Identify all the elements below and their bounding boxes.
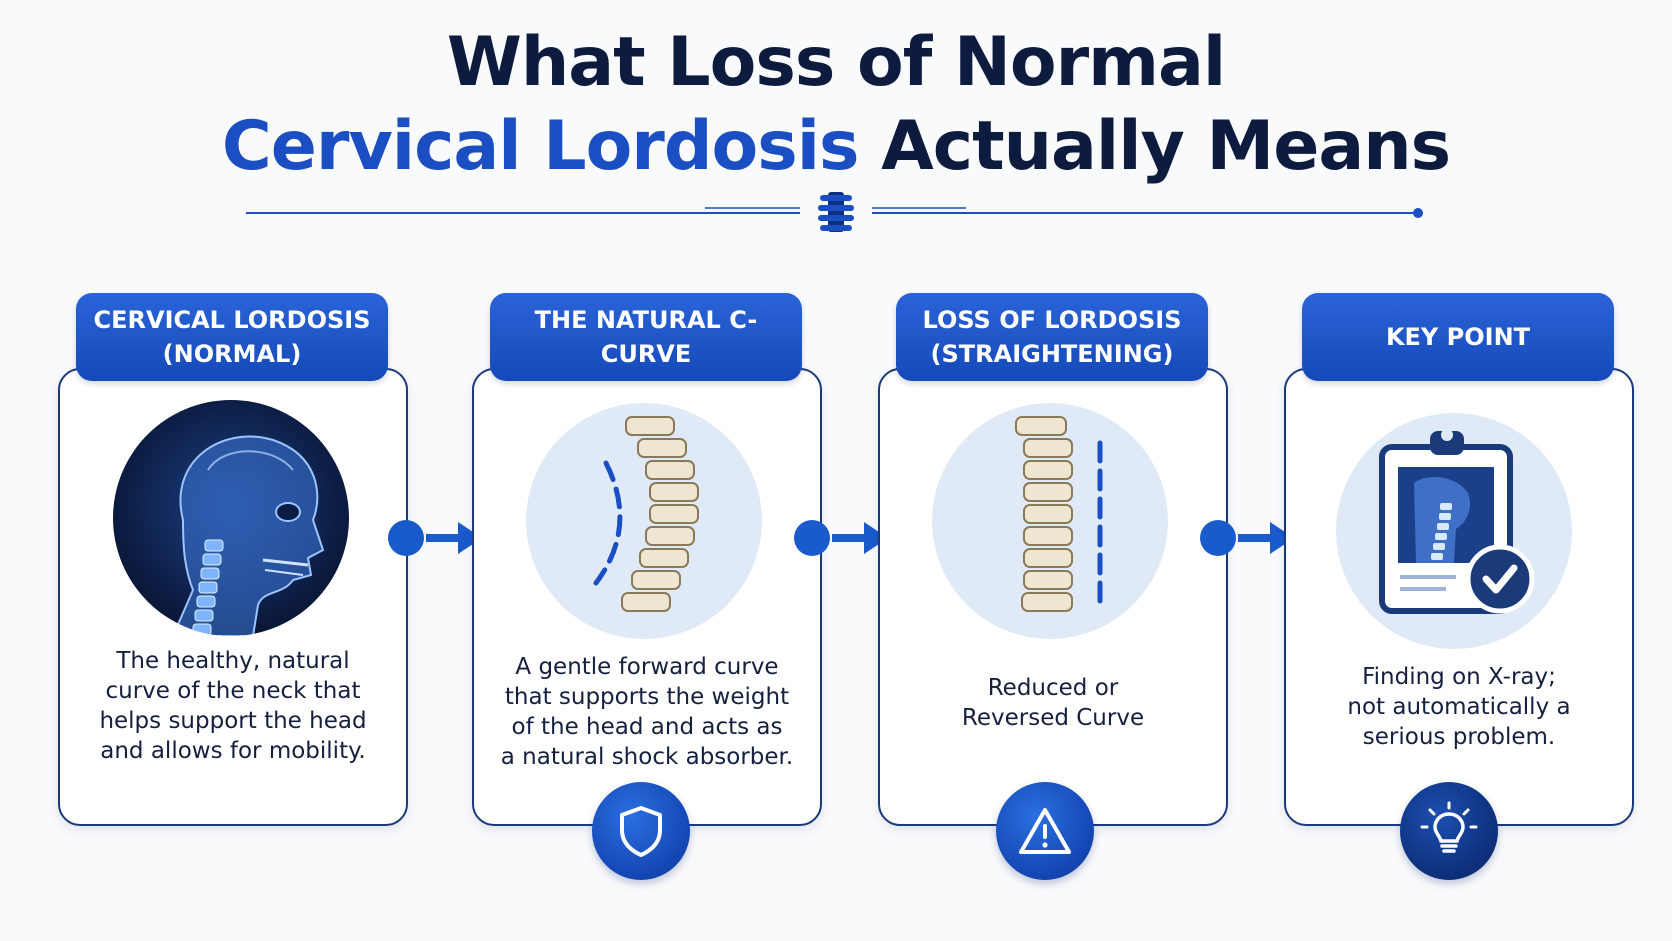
card-1-description: The healthy, natural curve of the neck t… (99, 648, 367, 764)
warning-icon (1019, 808, 1071, 854)
xray-head-neck-icon (113, 400, 349, 636)
card-4-tab: KEY POINT (1302, 293, 1614, 381)
arrow-right-icon (1200, 520, 1294, 556)
shield-icon (620, 806, 662, 857)
card-4-description: Finding on X-ray; not automatically a se… (1347, 664, 1571, 750)
card-2-description: A gentle forward curve that supports the… (500, 654, 794, 770)
card-2-tab: THE NATURAL C-CURVE (490, 293, 802, 381)
card-4-badge (1400, 782, 1498, 880)
arrow-right-icon (388, 520, 482, 556)
spine-divider-icon (818, 192, 854, 232)
card-3-tab: LOSS OF LORDOSIS (STRAIGHTENING) (896, 293, 1208, 381)
curved-spine-icon (526, 403, 762, 639)
arrow-right-icon (794, 520, 888, 556)
page-title: What Loss of Normal Cervical Lordosis Ac… (0, 22, 1672, 190)
title-line-2: Cervical Lordosis Actually Means (0, 104, 1672, 190)
clipboard-xray-check-icon (1336, 413, 1572, 649)
lightbulb-icon (1420, 801, 1478, 853)
card-1-tab: CERVICAL LORDOSIS (NORMAL) (76, 293, 388, 381)
title-divider (246, 192, 1423, 232)
title-accent: Cervical Lordosis (221, 107, 860, 186)
straight-spine-icon (932, 403, 1168, 639)
title-rest: Actually Means (858, 107, 1451, 186)
card-3-description: Reduced or Reversed Curve (961, 675, 1145, 731)
card-3-badge (996, 782, 1094, 880)
card-2-badge (592, 782, 690, 880)
title-line-1: What Loss of Normal (446, 23, 1226, 102)
